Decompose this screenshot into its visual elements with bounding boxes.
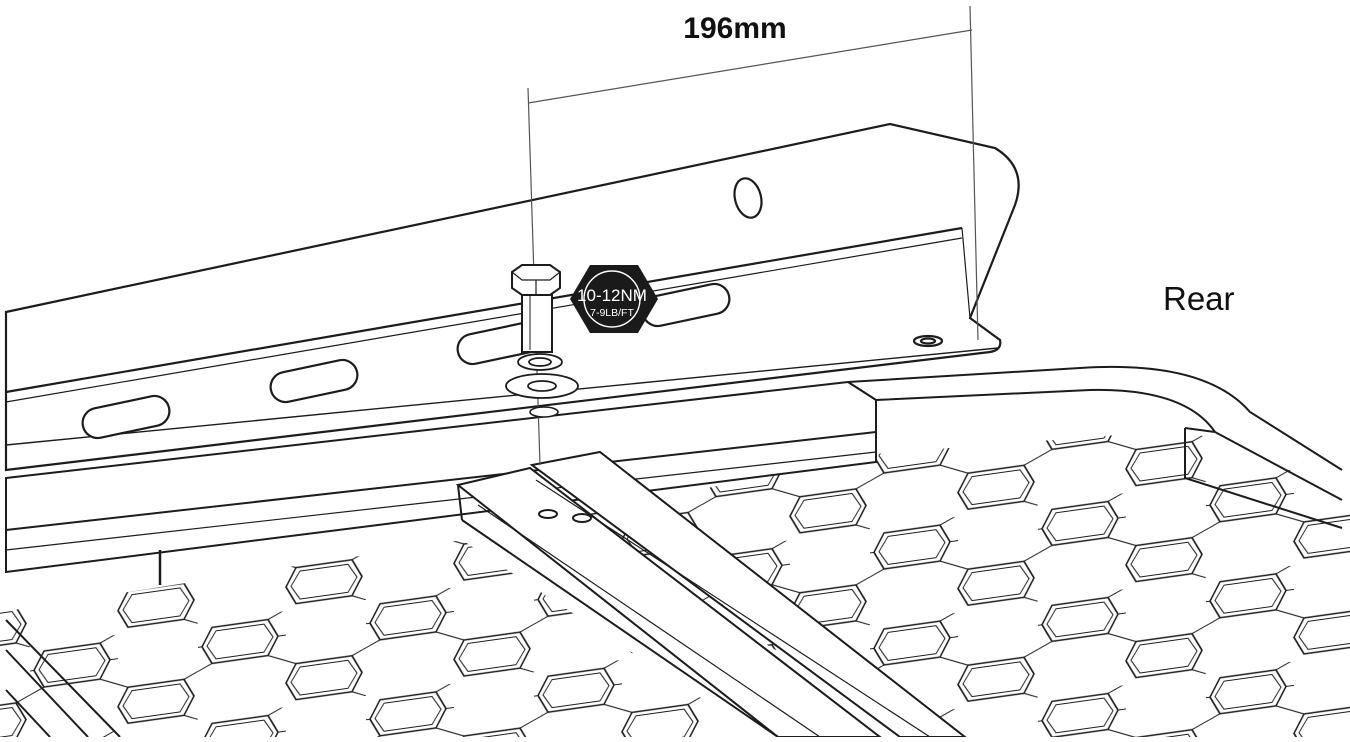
rear-direction-label: Rear xyxy=(1163,280,1235,317)
hex-bolt xyxy=(511,264,561,353)
dimension-label: 196mm xyxy=(683,12,787,45)
torque-value-lbft: 7-9LB/FT xyxy=(590,307,634,319)
tray-side-rail xyxy=(5,380,877,585)
tray-front-rails xyxy=(5,619,121,738)
crossbar xyxy=(455,450,968,738)
torque-value-nm: 10-12NM xyxy=(577,286,647,305)
torque-badge: 10-12NM 7-9LB/FT xyxy=(570,265,658,333)
lock-washer xyxy=(517,353,563,371)
mounting-bracket xyxy=(4,122,1020,472)
mount-hole xyxy=(529,406,559,418)
flat-washer xyxy=(505,373,579,399)
